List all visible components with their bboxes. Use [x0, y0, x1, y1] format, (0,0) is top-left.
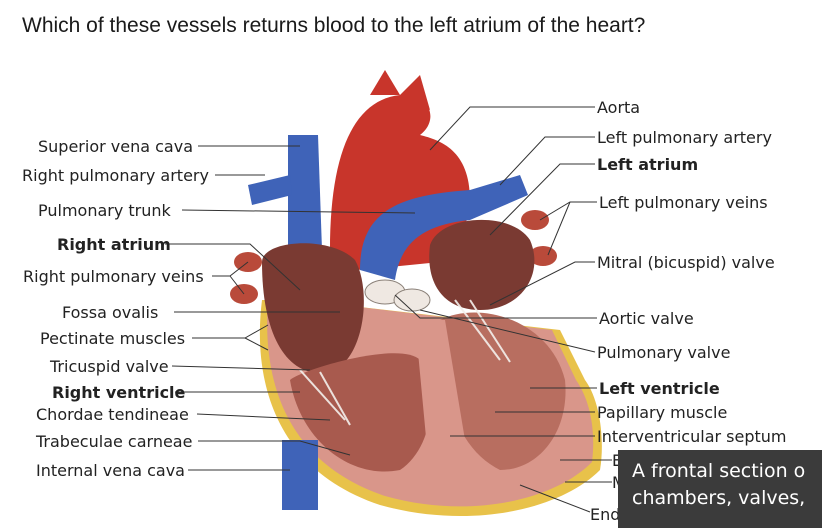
label-partial-e: E [612, 452, 622, 470]
leader-trabeculae-carneae [198, 440, 351, 456]
label-right-pulmonary-artery: Right pulmonary artery [22, 166, 209, 185]
caption-line-1: A frontal section o [632, 460, 806, 482]
label-interventricular-septum: Interventricular septum [597, 427, 787, 446]
label-chordae-tendineae: Chordae tendineae [36, 405, 189, 424]
label-fossa-ovalis: Fossa ovalis [62, 303, 159, 322]
leader-right-atrium [165, 243, 301, 291]
label-aortic-valve: Aortic valve [599, 309, 694, 328]
caption-overlay: A frontal section o chambers, valves, [618, 450, 822, 528]
label-right-atrium: Right atrium [57, 235, 171, 254]
leader-end [519, 484, 591, 513]
label-tricuspid-valve: Tricuspid valve [50, 357, 169, 376]
superior-vena-cava [288, 135, 322, 260]
label-mitral-valve: Mitral (bicuspid) valve [597, 253, 775, 272]
leader-aortic-valve [394, 294, 597, 319]
chordae-strands [299, 299, 511, 426]
left-atrium-chamber [429, 219, 535, 310]
label-left-pulmonary-veins: Left pulmonary veins [599, 193, 768, 212]
label-left-atrium: Left atrium [597, 155, 699, 174]
label-trabeculae-carneae: Trabeculae carneae [36, 432, 193, 451]
inferior-vena-cava [282, 440, 318, 510]
leader-pulmonary-trunk [181, 209, 416, 214]
leader-left-pulmonary-veins [539, 201, 597, 256]
leader-aorta [429, 106, 595, 151]
right-atrium-chamber [262, 243, 364, 374]
leader-lines [165, 106, 612, 513]
label-internal-vena-cava: Internal vena cava [36, 461, 185, 480]
leader-tricuspid-valve [171, 365, 311, 371]
aorta-branch-2 [400, 75, 430, 110]
label-right-pulmonary-veins: Right pulmonary veins [23, 267, 204, 286]
leader-left-pulmonary-artery [499, 136, 595, 186]
pulmonary-trunk [360, 175, 528, 280]
interventricular-septum [415, 320, 470, 480]
leader-right-pulmonary-veins [212, 261, 249, 295]
leader-mitral-valve [489, 261, 595, 306]
aorta-branch-1 [370, 70, 400, 95]
label-left-ventricle: Left ventricle [599, 379, 720, 398]
question-text: Which of these vessels returns blood to … [22, 14, 646, 37]
label-left-pulmonary-artery: Left pulmonary artery [597, 128, 772, 147]
leader-pulmonary-valve [419, 309, 596, 353]
leader-left-atrium [489, 163, 595, 236]
left-pulmonary-vein-upper [521, 210, 549, 230]
label-right-ventricle: Right ventricle [52, 383, 186, 402]
label-superior-vena-cava: Superior vena cava [38, 137, 193, 156]
label-pulmonary-valve: Pulmonary valve [597, 343, 731, 362]
caption-line-2: chambers, valves, [632, 487, 806, 509]
leader-chordae-tendineae [196, 413, 331, 421]
leader-pectinate-muscles [192, 324, 269, 351]
label-pulmonary-trunk: Pulmonary trunk [38, 201, 171, 220]
pulmonary-valve-shape [393, 288, 431, 312]
label-papillary-muscle: Papillary muscle [597, 403, 728, 422]
label-pectinate-muscles: Pectinate muscles [40, 329, 186, 348]
label-aorta: Aorta [597, 98, 641, 117]
left-ventricle-chamber [440, 312, 566, 470]
right-pulmonary-artery [248, 175, 292, 205]
label-partial-end: End [590, 505, 621, 524]
